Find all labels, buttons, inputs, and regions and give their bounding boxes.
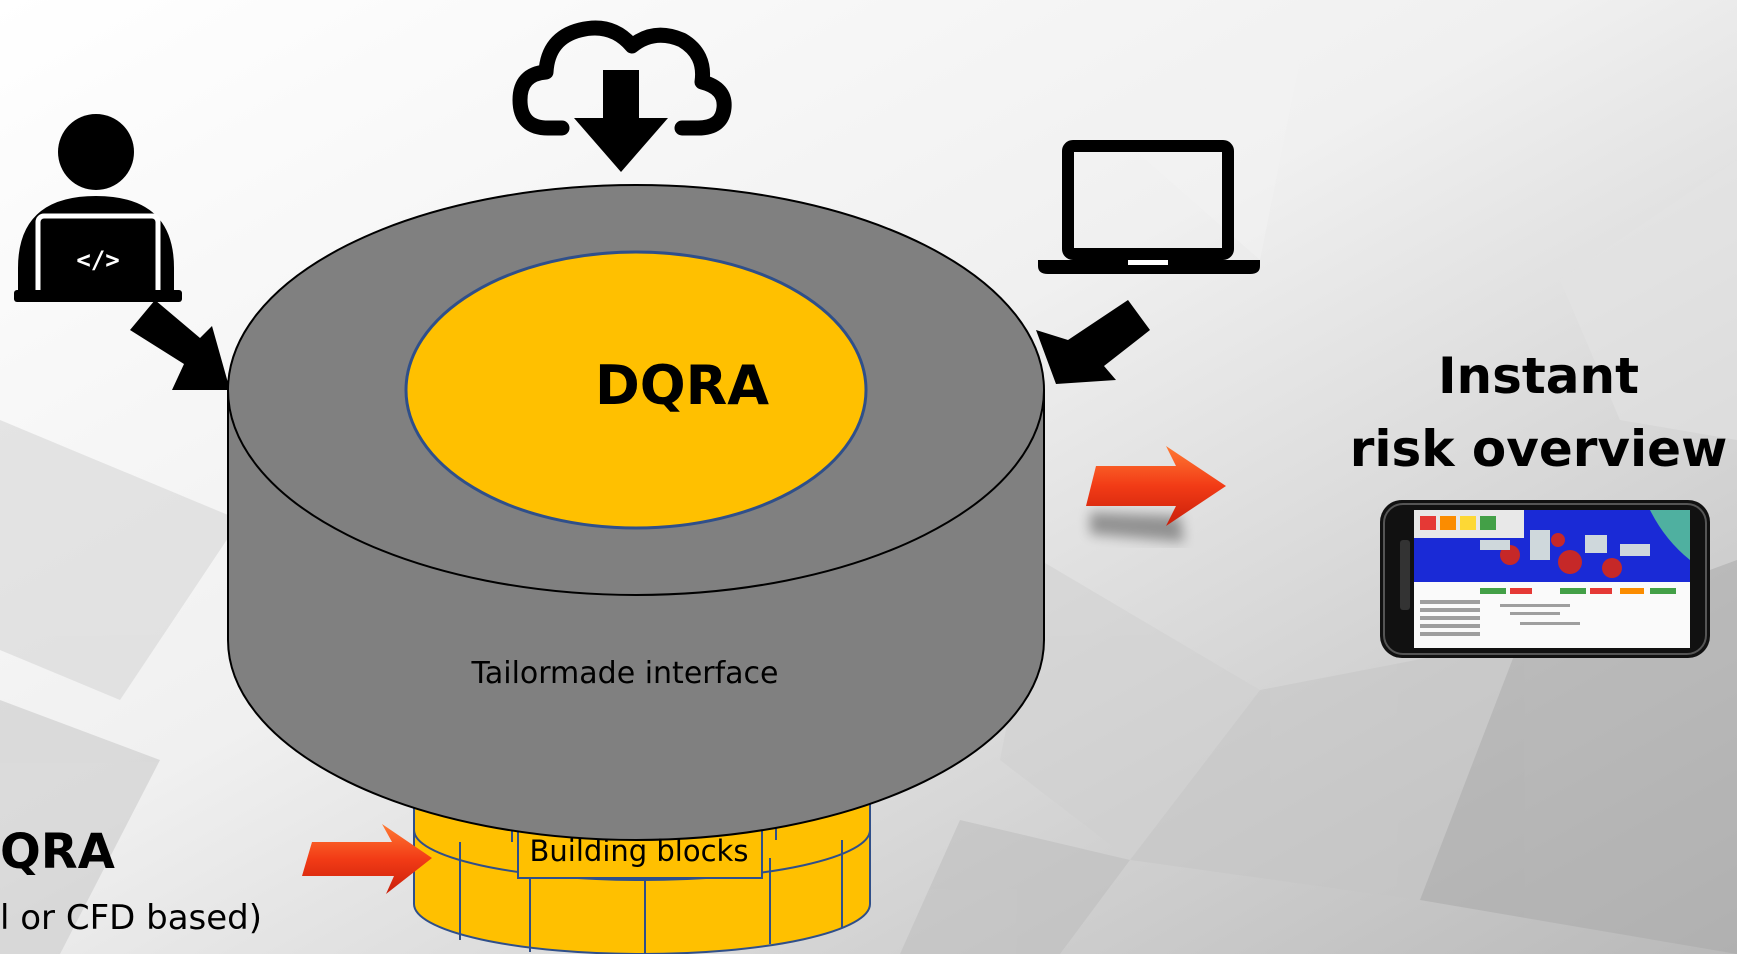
instant-title-line2: risk overview xyxy=(1349,420,1728,478)
dqra-core-ellipse xyxy=(404,250,868,530)
dqra-title: DQRA xyxy=(594,354,770,417)
tailormade-interface-label: Tailormade interface xyxy=(471,656,779,691)
phone-dashboard-icon xyxy=(1380,500,1710,658)
left-input-arrow xyxy=(130,300,230,390)
right-input-arrow xyxy=(1036,300,1150,384)
building-blocks-label: Building blocks xyxy=(529,834,749,868)
cloud-download-icon xyxy=(512,20,732,172)
qra-title: QRA xyxy=(0,824,115,880)
instant-risk-overview-title: Instant risk overview xyxy=(1340,340,1737,486)
background-polygons xyxy=(0,60,1737,954)
output-arrow xyxy=(1086,446,1226,542)
developer-laptop-icon: </> xyxy=(14,114,182,302)
building-blocks-input-arrow xyxy=(302,824,432,894)
svg-text:</>: </> xyxy=(76,246,119,274)
laptop-icon xyxy=(1038,140,1260,274)
qra-subtitle: l or CFD based) xyxy=(0,898,263,938)
instant-title-line1: Instant xyxy=(1437,347,1640,405)
